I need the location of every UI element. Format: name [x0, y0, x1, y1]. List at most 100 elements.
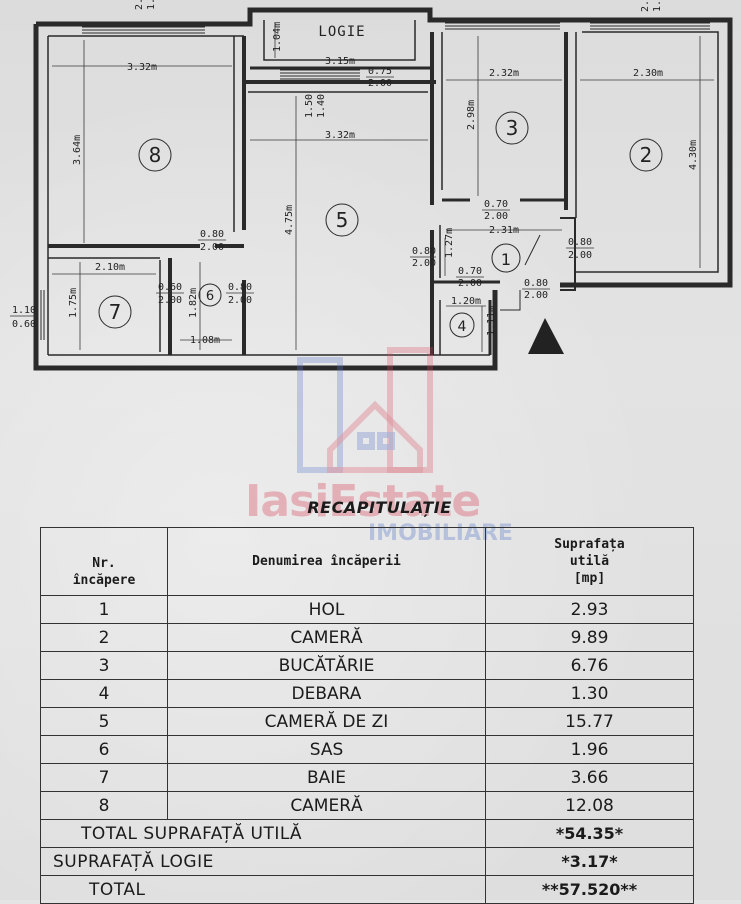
room-nr: 3: [40, 651, 168, 680]
dim-storage-door-a: 0.70: [458, 266, 482, 277]
dim-logie-h: 1.04m: [272, 22, 283, 52]
room-name: BAIE: [167, 763, 486, 792]
room-area: 3.66: [485, 763, 694, 792]
header-room-number-line2: încăpere: [72, 573, 136, 588]
watermark-logo: [297, 347, 433, 473]
header-room-number-line1: Nr.: [92, 556, 116, 571]
room-area: 15.77: [485, 707, 694, 736]
room-4-number: 4: [458, 319, 467, 335]
table-row: 1 HOL 2.93: [40, 595, 694, 624]
dim-entry-door-b: 2.00: [524, 290, 548, 301]
room-area: 6.76: [485, 651, 694, 680]
grand-total-value: **57.520**: [485, 875, 694, 904]
table-row: 7 BAIE 3.66: [40, 763, 694, 792]
header-room-name: Denumirea încăperii: [167, 527, 486, 596]
header-room-number: Nr. încăpere: [40, 527, 168, 596]
dim-top-right-b: 1.4: [652, 0, 663, 12]
dim-top-left-a: 2.3: [134, 0, 145, 10]
room-area: 12.08: [485, 791, 694, 820]
logie-area-value: *3.17*: [485, 847, 694, 876]
room-name: BUCĂTĂRIE: [167, 651, 486, 680]
room-nr: 2: [40, 623, 168, 652]
room-area: 2.93: [485, 595, 694, 624]
logie-area-row: SUPRAFAȚĂ LOGIE *3.17*: [40, 847, 694, 876]
room-7-number: 7: [109, 300, 122, 324]
dim-logie-window-b: 2.00: [368, 78, 392, 89]
room-area: 1.30: [485, 679, 694, 708]
dim-room5-window-a: 1.50: [304, 94, 315, 118]
room-nr: 5: [40, 707, 168, 736]
dim-logie-w: 3.15m: [325, 56, 355, 67]
dim-vestibule-door-a: 0.80: [228, 282, 252, 293]
room-name: SAS: [167, 735, 486, 764]
room-nr: 8: [40, 791, 168, 820]
dim-room3-door-b: 2.00: [484, 211, 508, 222]
header-area-line2: utilă: [569, 554, 610, 569]
total-usable-value: *54.35*: [485, 819, 694, 848]
header-area: Suprafața utilă [mp]: [485, 527, 694, 596]
table-row: 5 CAMERĂ DE ZI 15.77: [40, 707, 694, 736]
dim-top-left-b: 1.4: [146, 0, 157, 10]
dim-storage-height: 1.11m: [486, 306, 497, 336]
dim-room5-door-b: 2.00: [412, 258, 436, 269]
room-6-number: 6: [206, 289, 214, 304]
dim-top-right-a: 2.1: [640, 0, 651, 12]
table-row: 3 BUCĂTĂRIE 6.76: [40, 651, 694, 680]
table-row: 2 CAMERĂ 9.89: [40, 623, 694, 652]
dim-room3-door-a: 0.70: [484, 199, 508, 210]
dim-bath-window-b: 0.60: [12, 319, 36, 330]
dim-storage-door-b: 2.00: [458, 278, 482, 289]
dim-room3-height: 2.98m: [466, 100, 477, 130]
dim-room5-window-b: 1.40: [316, 94, 327, 118]
dim-room3-width: 2.32m: [489, 68, 519, 79]
dim-room8-width: 3.32m: [127, 62, 157, 73]
room-8-number: 8: [149, 143, 162, 167]
table-row: 8 CAMERĂ 12.08: [40, 791, 694, 820]
grand-total-label: TOTAL: [40, 875, 486, 904]
room-nr: 6: [40, 735, 168, 764]
dim-room8-height: 3.64m: [72, 135, 83, 165]
dim-bath-door-b: 2.00: [158, 295, 182, 306]
dim-hall-height: 1.27m: [444, 228, 455, 258]
room-1-number: 1: [501, 250, 511, 269]
dim-room8-door-a: 0.80: [200, 229, 224, 240]
table-row: 4 DEBARA 1.30: [40, 679, 694, 708]
room-area: 1.96: [485, 735, 694, 764]
dim-room2-door-b: 2.00: [568, 250, 592, 261]
entrance-arrow-icon: [528, 318, 564, 354]
room-area: 9.89: [485, 623, 694, 652]
logie-label: LOGIE: [318, 24, 365, 40]
total-usable-row: TOTAL SUPRAFAȚĂ UTILĂ *54.35*: [40, 819, 694, 848]
dim-bath-door-a: 0.60: [158, 282, 182, 293]
dim-bath-window-a: 1.10: [12, 305, 36, 316]
room-2-number: 2: [640, 143, 653, 167]
room-nr: 7: [40, 763, 168, 792]
dim-entry-door-a: 0.80: [524, 278, 548, 289]
dim-vestibule-height: 1.82m: [188, 288, 199, 318]
area-summary-table: Nr. încăpere Denumirea încăperii Suprafa…: [40, 527, 694, 904]
dim-logie-window-a: 0.75: [368, 66, 392, 77]
recap-title: RECAPITULAȚIE: [307, 498, 452, 517]
dim-room5-height: 4.75m: [284, 205, 295, 235]
grand-total-row: TOTAL **57.520**: [40, 875, 694, 904]
dim-storage-width: 1.20m: [451, 296, 481, 307]
room-5-number: 5: [336, 208, 349, 232]
dim-room5-width: 3.32m: [325, 130, 355, 141]
dim-room2-width: 2.30m: [633, 68, 663, 79]
room-nr: 4: [40, 679, 168, 708]
total-usable-label: TOTAL SUPRAFAȚĂ UTILĂ: [40, 819, 486, 848]
logie-area-label: SUPRAFAȚĂ LOGIE: [40, 847, 486, 876]
dim-vestibule-width: 1.08m: [190, 335, 220, 346]
header-area-line1: Suprafața: [554, 537, 625, 552]
room-name: CAMERĂ: [167, 791, 486, 820]
dim-bath-height: 1.75m: [68, 288, 79, 318]
room-name: CAMERĂ: [167, 623, 486, 652]
dim-room5-door-a: 0.80: [412, 246, 436, 257]
dim-vestibule-door-b: 2.00: [228, 295, 252, 306]
floor-plan: 8 5 3 2 1 4 6 7 LOGIE 2.3 1.4 2.1 1.4 1.…: [10, 0, 733, 371]
dim-bath-width: 2.10m: [95, 262, 125, 273]
room-3-number: 3: [506, 116, 519, 140]
watermark-brand: IasiEstate: [245, 476, 481, 527]
header-area-line3: [mp]: [573, 571, 606, 586]
